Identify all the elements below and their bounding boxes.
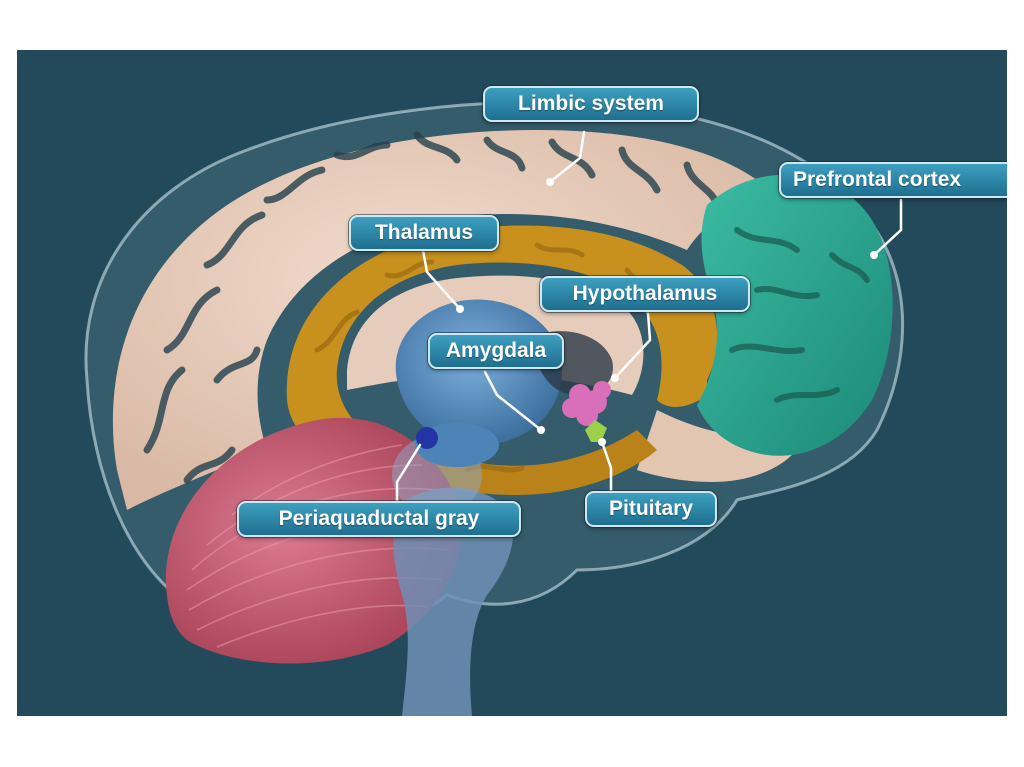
label-amygdala: Amygdala (428, 333, 564, 369)
label-thalamus: Thalamus (349, 215, 499, 251)
pituitary (585, 420, 607, 442)
label-pituitary: Pituitary (585, 491, 717, 527)
leader-lines (395, 130, 903, 508)
cortex-sulci (143, 131, 721, 484)
prefrontal-cortex (697, 174, 893, 456)
leader-dots (456, 178, 878, 446)
brain-diagram (84, 100, 905, 716)
label-limbic-system: Limbic system (483, 86, 699, 122)
thalamus (395, 299, 562, 446)
hypothalamus (562, 381, 611, 426)
cerebellum (165, 417, 462, 664)
label-periaquaductal-gray: Periaquaductal gray (237, 501, 521, 537)
cortex (112, 130, 778, 510)
periaqueductal-gray (416, 427, 438, 449)
brainstem (393, 487, 514, 716)
label-prefrontal-cortex: Prefrontal cortex (779, 162, 1007, 198)
prefrontal-sulci (729, 227, 870, 403)
label-hypothalamus: Hypothalamus (540, 276, 750, 312)
diagram-frame: Limbic system Prefrontal cortex Thalamus… (17, 50, 1007, 716)
cortex-lower (637, 410, 807, 482)
